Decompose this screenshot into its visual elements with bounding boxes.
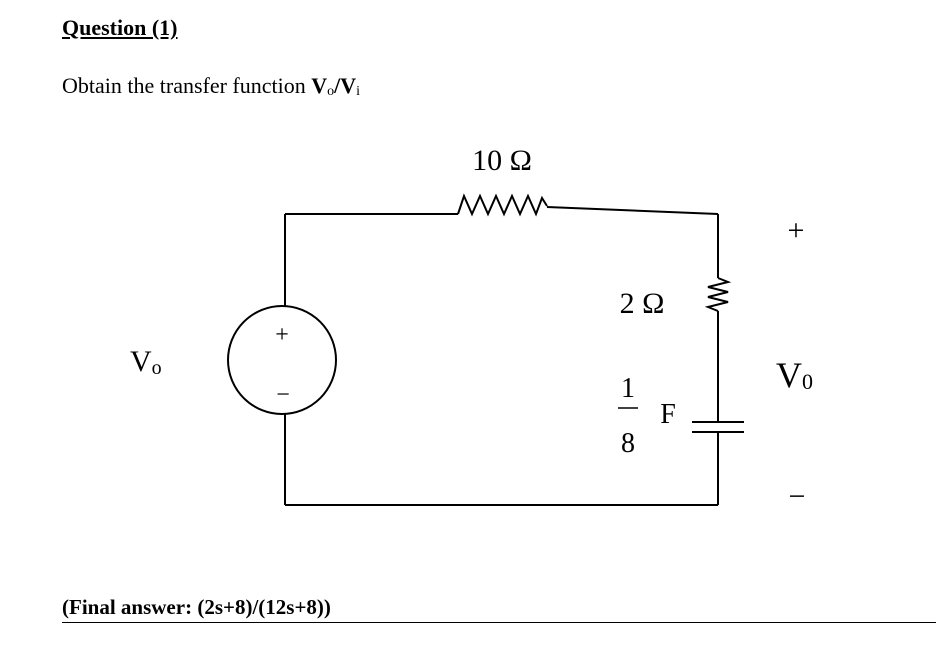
question-title: Question (1)	[62, 15, 178, 40]
resistor-10-ohm	[457, 193, 548, 217]
capacitor-value-numerator: 1	[621, 373, 635, 404]
output-plus-sign: +	[788, 214, 805, 247]
capacitor-unit: F	[660, 399, 676, 430]
resistor-10-ohm-label: 10 Ω	[472, 144, 532, 177]
output-label: V0	[776, 355, 813, 395]
prompt-v-out: Vo/Vi	[311, 73, 361, 99]
resistor-2-ohm	[704, 277, 732, 312]
resistor-2-ohm-label: 2 Ω	[620, 287, 665, 320]
output-minus-sign: −	[789, 480, 806, 513]
voltage-source	[227, 305, 337, 415]
source-plus-sign: +	[275, 322, 289, 348]
source-minus-sign: −	[276, 382, 290, 408]
final-answer: (Final answer: (2s+8)/(12s+8))	[62, 595, 331, 619]
prompt-text: Obtain the transfer function	[62, 73, 312, 98]
wire-top-right	[546, 206, 719, 215]
capacitor-value-denominator: 8	[621, 428, 635, 459]
source-label: Vo	[130, 345, 162, 379]
question-prompt: Obtain the transfer function Vo/Vi	[62, 72, 360, 106]
answer-divider	[62, 622, 936, 623]
